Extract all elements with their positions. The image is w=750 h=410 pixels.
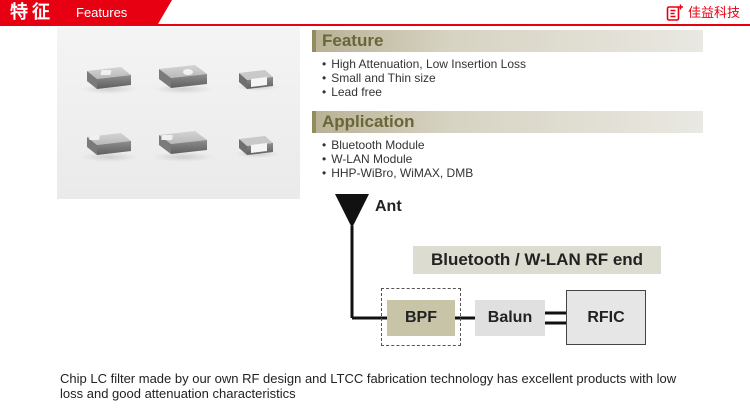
- header-tab: 特征 Features: [0, 0, 172, 24]
- application-item: W-LAN Module: [322, 152, 473, 166]
- header-divider: [0, 24, 750, 26]
- feature-title: Feature: [322, 31, 384, 50]
- bpf-highlight-frame: [381, 288, 461, 346]
- chip-2: [153, 65, 213, 94]
- feature-item: Lead free: [322, 85, 526, 99]
- application-item: HHP-WiBro, WiMAX, DMB: [322, 166, 473, 180]
- feature-item: High Attenuation, Low Insertion Loss: [322, 57, 526, 71]
- bpf-label: BPF: [405, 309, 437, 326]
- feature-list: High Attenuation, Low Insertion Loss Sma…: [322, 57, 526, 99]
- header-title-en: Features: [76, 5, 128, 20]
- application-list: Bluetooth Module W-LAN Module HHP-WiBro,…: [322, 138, 473, 180]
- product-description: Chip LC filter made by our own RF design…: [60, 371, 677, 401]
- rf-end-title: Bluetooth / W-LAN RF end: [430, 250, 644, 269]
- feature-item: Small and Thin size: [322, 71, 526, 85]
- application-item: Bluetooth Module: [322, 138, 473, 152]
- antenna-label: Ant: [375, 198, 402, 215]
- chip-4: [81, 133, 137, 162]
- brand-logo-icon: [666, 4, 683, 21]
- header-title-zh: 特征: [10, 2, 54, 22]
- rfic-label: RFIC: [587, 308, 625, 326]
- brand-name: 佳益科技: [687, 5, 740, 20]
- antenna-icon: [335, 194, 369, 228]
- chip-1: [81, 67, 137, 94]
- application-header: Application: [312, 111, 703, 133]
- rfic-block: RFIC: [566, 290, 646, 345]
- application-accent: [312, 111, 316, 133]
- chip-3: [235, 70, 279, 91]
- chip-components-image: [81, 65, 279, 162]
- balun-label: Balun: [487, 309, 533, 326]
- bpf-block: BPF: [387, 300, 455, 336]
- feature-header: Feature: [312, 30, 703, 52]
- product-photo: [57, 27, 300, 199]
- feature-accent: [312, 30, 316, 52]
- page-header: 特征 Features 佳益科技: [0, 0, 750, 26]
- brand[interactable]: 佳益科技: [666, 3, 740, 23]
- application-title: Application: [322, 112, 415, 131]
- balun-block: Balun: [475, 300, 545, 336]
- chip-6: [235, 136, 279, 158]
- rf-end-title-box: Bluetooth / W-LAN RF end: [413, 246, 661, 274]
- chip-5: [153, 131, 213, 162]
